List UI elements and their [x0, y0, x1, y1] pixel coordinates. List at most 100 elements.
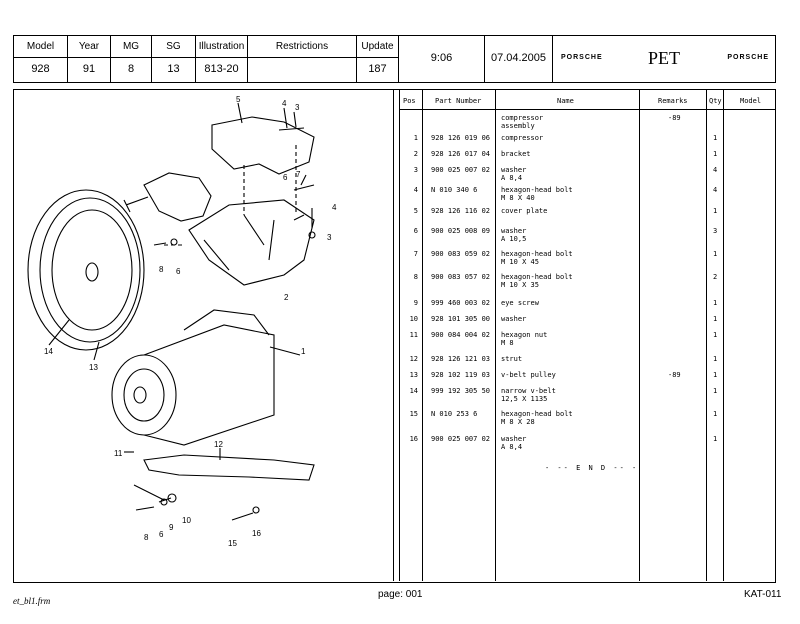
row-qty: 1 [713, 355, 718, 363]
row-qty: 4 [713, 186, 718, 194]
row-name-detail: M 8 [501, 339, 514, 347]
row-part-number: N 010 253 6 [431, 410, 478, 418]
date-value: 07.04.2005 [490, 52, 547, 64]
row-part-number: 999 460 003 02 [431, 299, 491, 307]
col-header-part-number: Part Number [435, 97, 482, 105]
callout-3b: 3 [327, 233, 332, 242]
row-pos: 8 [413, 273, 418, 281]
mg-cell: MG 8 [111, 36, 152, 82]
row-part-number: 928 126 116 02 [431, 207, 491, 215]
callout-9: 9 [169, 523, 174, 532]
row-part-number: 928 102 119 03 [431, 371, 491, 379]
compressor-shape [111, 354, 177, 436]
callout-10: 10 [182, 516, 191, 525]
row-part-number: 900 084 004 02 [431, 331, 491, 339]
callout-4: 4 [282, 99, 287, 108]
row-part-number: 900 025 007 02 [431, 435, 491, 443]
row-qty: 1 [713, 435, 718, 443]
callout-6c: 6 [159, 530, 164, 539]
row-qty: 1 [713, 250, 718, 258]
porsche-logo-left: PORSCHE [561, 54, 603, 61]
row-pos: 4 [413, 186, 418, 194]
row-name-detail: 12,5 X 1135 [501, 395, 548, 403]
callout-15: 15 [228, 539, 237, 548]
row-pos: 13 [409, 371, 418, 379]
row-qty: 1 [713, 315, 718, 323]
row-name: strut [501, 355, 523, 363]
bolt-15-shape [231, 512, 254, 521]
illustration-cell: Illustration 813-20 [196, 36, 248, 82]
callout-8b: 8 [144, 533, 149, 542]
col-header-pos: Pos [403, 97, 416, 105]
model-cell: Model 928 [14, 36, 68, 82]
row-name-detail: A 10,5 [501, 235, 527, 243]
row-part-number: 928 101 305 00 [431, 315, 491, 323]
row-remarks: -89 [668, 114, 681, 122]
row-remarks: -89 [668, 371, 681, 379]
callout-12: 12 [214, 440, 223, 449]
row-name-detail: assembly [501, 122, 535, 130]
model-value: 928 [31, 63, 50, 75]
callout-4b: 4 [332, 203, 337, 212]
row-qty: 1 [713, 371, 718, 379]
row-name: cover plate [501, 207, 548, 215]
row-part-number: 928 126 019 06 [431, 134, 491, 142]
app-title: PET [647, 48, 680, 68]
header-bar: Model 928 Year 91 MG 8 SG 13 Illustratio… [13, 35, 776, 83]
form-filename: et_bl1.frm [13, 596, 51, 606]
model-label: Model [26, 41, 55, 52]
date-cell: 07.04.2005 [485, 36, 553, 82]
callout-2: 2 [284, 293, 289, 302]
row-part-number: 900 083 057 02 [431, 273, 491, 281]
time-cell: 9:06 [399, 36, 485, 82]
mg-label: MG [122, 41, 140, 52]
col-header-model: Model [740, 97, 762, 105]
row-pos: 16 [409, 435, 418, 443]
col-header-remarks: Remarks [658, 97, 688, 105]
row-part-number: 999 192 305 50 [431, 387, 491, 395]
row-qty: 3 [713, 227, 718, 235]
year-cell: Year 91 [68, 36, 111, 82]
row-name: compressor [501, 114, 544, 122]
year-value: 91 [82, 63, 96, 75]
row-part-number: 900 025 007 02 [431, 166, 491, 174]
row-qty: 4 [713, 166, 718, 174]
sg-cell: SG 13 [152, 36, 196, 82]
callout-5: 5 [236, 95, 241, 104]
update-label: Update [361, 41, 394, 52]
year-label: Year [78, 41, 100, 52]
parts-table: Pos Part Number Name Remarks Qty Model c… [400, 90, 775, 581]
row-qty: 1 [713, 299, 718, 307]
row-name: hexagon-head bolt [501, 186, 573, 194]
row-name-detail: A 8,4 [501, 174, 523, 182]
callout-13: 13 [89, 363, 98, 372]
row-part-number: 928 126 121 03 [431, 355, 491, 363]
row-name-detail: M 10 X 35 [501, 281, 539, 289]
callout-6b: 6 [176, 267, 181, 276]
row-pos: 15 [409, 410, 418, 418]
row-name-detail: A 8,4 [501, 443, 523, 451]
sg-value: 13 [167, 63, 180, 75]
row-part-number: 928 126 017 04 [431, 150, 491, 158]
row-name: hexagon-head bolt [501, 410, 573, 418]
mg-value: 8 [127, 63, 135, 75]
time-value: 9:06 [430, 52, 453, 64]
end-marker: - -- E N D -- - [545, 464, 639, 472]
cover-plate-shape [211, 116, 315, 175]
restrictions-label: Restrictions [275, 41, 329, 52]
update-cell: Update 187 [357, 36, 399, 82]
row-part-number: N 010 340 6 [431, 186, 478, 194]
row-name-detail: M 8 X 40 [501, 194, 535, 202]
row-name: compressor [501, 134, 544, 142]
row-pos: 3 [413, 166, 418, 174]
row-pos: 2 [413, 150, 418, 158]
crankshaft-shape [143, 172, 212, 222]
callout-7: 7 [296, 170, 301, 179]
bracket-shape [188, 199, 315, 286]
row-pos: 7 [413, 250, 418, 258]
row-name: narrow v-belt [501, 387, 556, 395]
strut-shape [143, 454, 315, 481]
row-pos: 1 [413, 134, 418, 142]
catalog-frame: 5 4 3 6 7 4 3 8 6 2 14 13 1 11 12 9 10 8… [13, 89, 776, 583]
v-belt-shape [27, 189, 145, 351]
